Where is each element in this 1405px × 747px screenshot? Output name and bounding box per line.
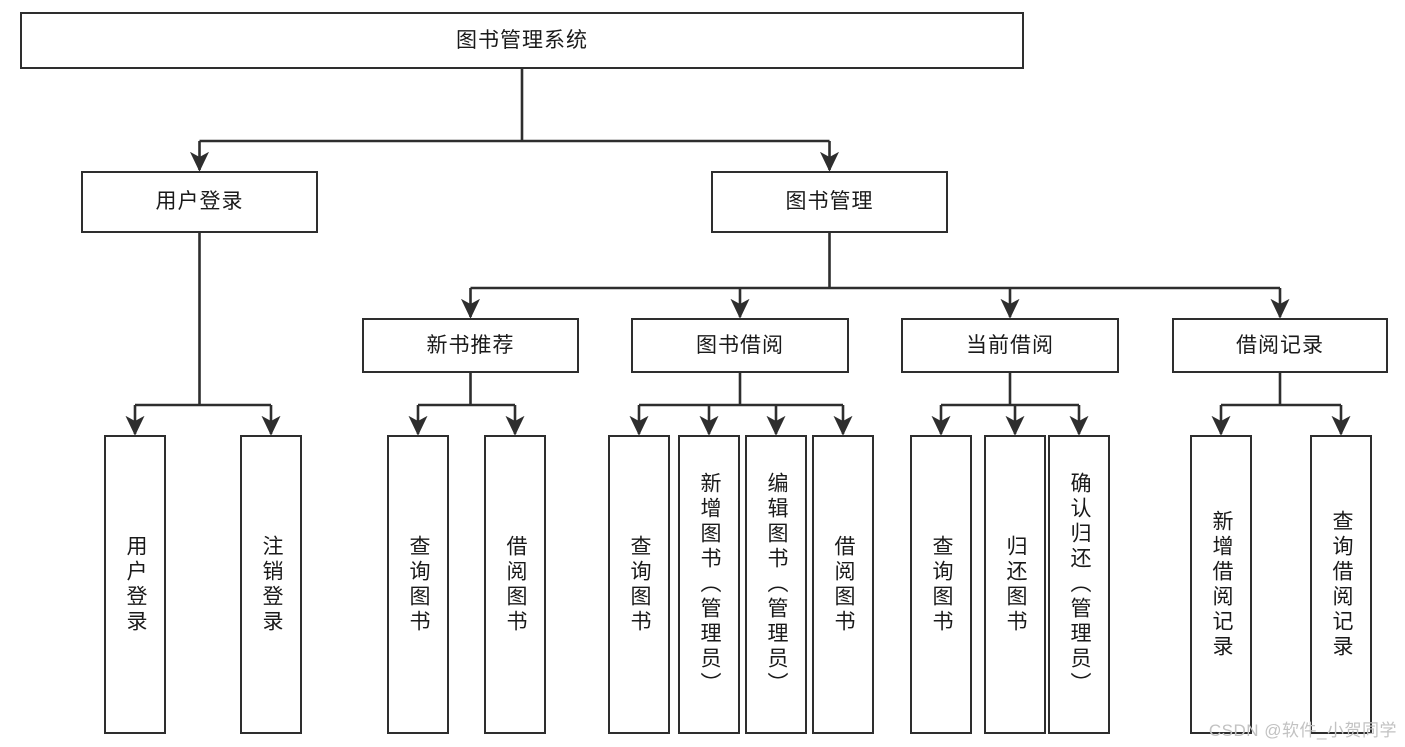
node-label: 借阅图书 [504, 534, 528, 635]
node-label: 图书管理系统 [456, 28, 588, 52]
node-label: 图书借阅 [696, 333, 784, 357]
node-leaf-cur-1[interactable]: 查询图书 [910, 435, 972, 734]
csdn-watermark: CSDN @软件_小贺同学 [1208, 721, 1397, 740]
node-label: 查询图书 [930, 534, 954, 635]
node-label: 新增图书（管理员） [698, 472, 722, 697]
node-label: 用户登录 [155, 190, 244, 214]
node-label: 查询借阅记录 [1330, 509, 1354, 660]
node-label: 图书管理 [785, 190, 874, 214]
node-label: 当前借阅 [966, 333, 1054, 357]
node-leaf-cur-2[interactable]: 归还图书 [984, 435, 1046, 734]
node-label: 编辑图书（管理员） [765, 472, 789, 697]
node-records[interactable]: 借阅记录 [1172, 318, 1388, 373]
node-leaf-bor-3[interactable]: 编辑图书（管理员） [745, 435, 807, 734]
node-root[interactable]: 图书管理系统 [20, 12, 1024, 69]
node-leaf-login-2[interactable]: 注销登录 [240, 435, 302, 734]
node-leaf-login-1[interactable]: 用户登录 [104, 435, 166, 734]
node-borrow[interactable]: 图书借阅 [631, 318, 849, 373]
node-label: 查询图书 [628, 534, 652, 635]
node-newbook[interactable]: 新书推荐 [362, 318, 579, 373]
node-leaf-rec-1[interactable]: 新增借阅记录 [1190, 435, 1252, 734]
node-label: 新增借阅记录 [1210, 509, 1234, 660]
node-current[interactable]: 当前借阅 [901, 318, 1119, 373]
node-label: 借阅记录 [1236, 333, 1324, 357]
node-label: 新书推荐 [426, 333, 515, 357]
node-leaf-bor-4[interactable]: 借阅图书 [812, 435, 874, 734]
node-leaf-bor-2[interactable]: 新增图书（管理员） [678, 435, 740, 734]
node-label: 注销登录 [260, 534, 284, 635]
node-leaf-new-1[interactable]: 查询图书 [387, 435, 449, 734]
node-label: 借阅图书 [832, 534, 856, 635]
node-leaf-new-2[interactable]: 借阅图书 [484, 435, 546, 734]
node-label: 查询图书 [407, 534, 431, 635]
node-bookmgmt[interactable]: 图书管理 [711, 171, 948, 233]
node-label: 用户登录 [124, 534, 148, 635]
node-label: 确认归还（管理员） [1068, 472, 1092, 697]
node-login[interactable]: 用户登录 [81, 171, 318, 233]
node-leaf-bor-1[interactable]: 查询图书 [608, 435, 670, 734]
node-label: 归还图书 [1004, 534, 1028, 635]
node-leaf-rec-2[interactable]: 查询借阅记录 [1310, 435, 1372, 734]
node-leaf-cur-3[interactable]: 确认归还（管理员） [1048, 435, 1110, 734]
